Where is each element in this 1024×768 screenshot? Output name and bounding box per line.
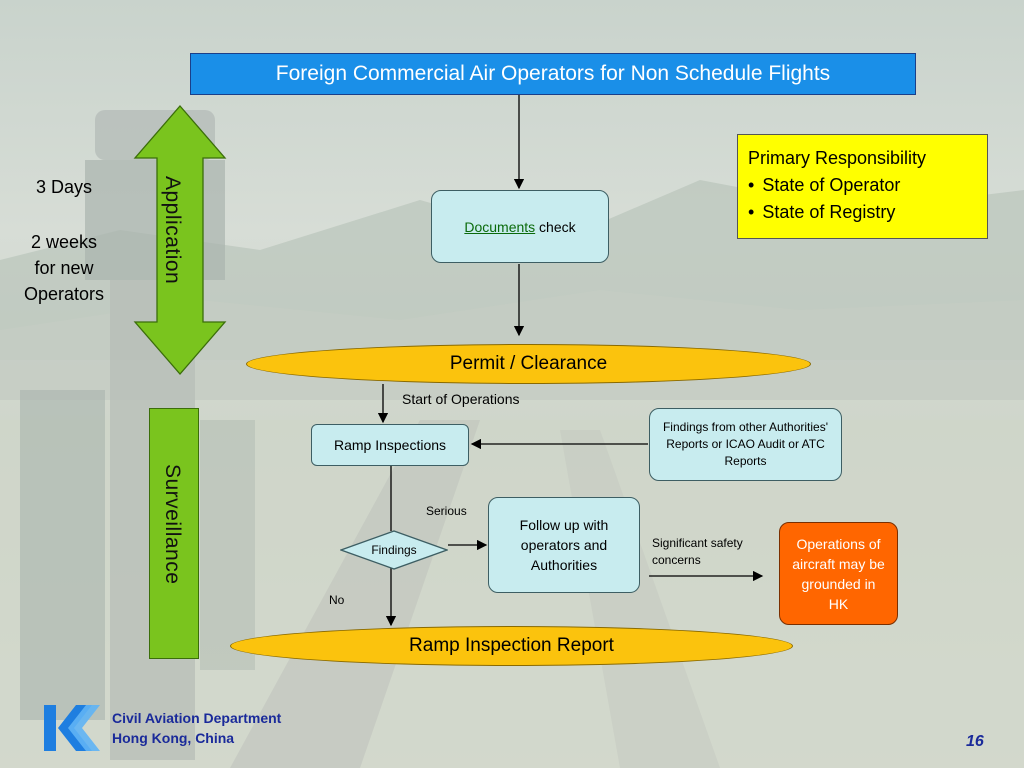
application-label: Application — [161, 176, 184, 285]
responsibility-item: State of Operator — [748, 172, 977, 199]
findings-label: Findings — [371, 543, 417, 557]
surveillance-bar — [149, 408, 199, 659]
footer-organization: Civil Aviation Department Hong Kong, Chi… — [112, 710, 282, 746]
aircraft-grounded-box: Operations of aircraft may be grounded i… — [779, 522, 898, 625]
primary-responsibility-box: Primary Responsibility State of Operator… — [737, 134, 988, 239]
no-label: No — [329, 593, 345, 607]
start-of-operations-label: Start of Operations — [402, 391, 520, 407]
responsibility-list: State of Operator State of Registry — [748, 172, 977, 226]
responsibility-item: State of Registry — [748, 199, 977, 226]
permit-clearance-pill: Permit / Clearance — [246, 344, 811, 384]
application-arrow-icon — [133, 105, 227, 375]
findings-decision-diamond — [340, 530, 448, 570]
timeline-new-operators: 2 weeks for new Operators — [23, 232, 105, 304]
ramp-inspection-report-pill: Ramp Inspection Report — [230, 626, 793, 666]
surveillance-label: Surveillance — [161, 464, 184, 585]
documents-link[interactable]: Documents — [464, 218, 536, 235]
timeline-days: 3 Days — [35, 177, 93, 197]
check-label: check — [535, 218, 576, 235]
follow-up-box: Follow up with operators and Authorities — [488, 497, 640, 593]
safety-concerns-label: Significant safety concerns — [652, 536, 743, 567]
responsibility-heading: Primary Responsibility — [748, 148, 927, 168]
flow-title: Foreign Commercial Air Operators for Non… — [190, 53, 916, 95]
page-number: 16 — [966, 733, 984, 750]
ramp-inspections-box: Ramp Inspections — [311, 424, 469, 466]
serious-label: Serious — [426, 504, 467, 518]
documents-check-box: Documents check — [431, 190, 609, 263]
cad-logo-icon — [44, 705, 100, 751]
other-findings-box: Findings from other Authorities' Reports… — [649, 408, 842, 481]
